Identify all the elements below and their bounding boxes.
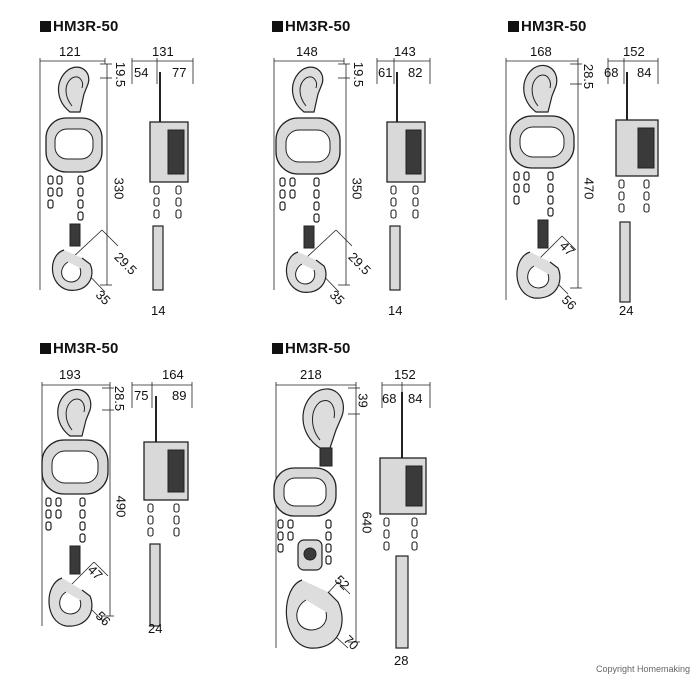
hoist-panel-2: HM3R-50 148 xyxy=(232,0,462,330)
dim-height: 350 xyxy=(349,177,365,200)
dim-side-left: 75 xyxy=(134,388,149,403)
dim-chain: 14 xyxy=(151,303,166,318)
model-title: HM3R-50 xyxy=(272,18,351,35)
dim-side-left: 68 xyxy=(382,391,397,406)
hoist-panel-1: HM3R-50 xyxy=(0,0,230,330)
dim-side-right: 77 xyxy=(172,65,187,80)
dim-chain: 24 xyxy=(619,303,634,318)
dim-side-width: 152 xyxy=(394,367,416,382)
dim-body-width: 193 xyxy=(59,367,81,382)
dim-top-gap: 39 xyxy=(355,393,371,408)
bullet-square xyxy=(508,21,519,32)
hoist-drawing xyxy=(273,382,431,649)
model-title: HM3R-50 xyxy=(40,18,119,35)
bullet-square xyxy=(40,343,51,354)
dim-side-right: 89 xyxy=(172,388,187,403)
hoist-panel-4: HM3R-50 193 xyxy=(0,330,240,650)
dim-chain: 24 xyxy=(148,621,163,636)
dim-height: 470 xyxy=(581,177,597,200)
model-title: HM3R-50 xyxy=(508,18,587,35)
dim-height: 330 xyxy=(111,177,127,200)
dim-top-gap: 19.5 xyxy=(351,61,367,88)
dim-height: 640 xyxy=(359,511,375,534)
hoist-panel-5: HM3R-50 xyxy=(240,330,460,679)
dim-side-width: 152 xyxy=(623,44,645,59)
dim-side-right: 84 xyxy=(637,65,652,80)
dim-side-left: 68 xyxy=(604,65,619,80)
dim-height: 490 xyxy=(113,495,129,518)
hoist-drawing xyxy=(273,58,431,293)
dim-body-width: 121 xyxy=(59,44,81,59)
dim-body-width: 218 xyxy=(300,367,322,382)
model-title: HM3R-50 xyxy=(40,340,119,357)
dim-top-gap: 19.5 xyxy=(113,61,129,88)
dim-side-width: 164 xyxy=(162,367,184,382)
copyright-text: Copyright Homemaking xyxy=(595,664,690,674)
dim-side-right: 82 xyxy=(408,65,423,80)
dim-side-left: 61 xyxy=(378,65,393,80)
dim-chain: 14 xyxy=(388,303,403,318)
bullet-square xyxy=(272,21,283,32)
hoist-drawing xyxy=(39,58,194,293)
bullet-square xyxy=(272,343,283,354)
dim-chain: 28 xyxy=(394,653,409,668)
dim-side-width: 143 xyxy=(394,44,416,59)
hoist-panel-3: HM3R-50 168 xyxy=(464,0,700,330)
dim-side-width: 131 xyxy=(152,44,174,59)
hoist-drawing xyxy=(505,58,659,303)
dim-top-gap: 28.5 xyxy=(581,63,597,90)
dim-side-right: 84 xyxy=(408,391,423,406)
hoist-drawing xyxy=(41,382,193,627)
dim-side-left: 54 xyxy=(134,65,149,80)
dim-body-width: 168 xyxy=(530,44,552,59)
dim-top-gap: 28.5 xyxy=(112,385,128,412)
bullet-square xyxy=(40,21,51,32)
dim-body-width: 148 xyxy=(296,44,318,59)
model-title: HM3R-50 xyxy=(272,340,351,357)
